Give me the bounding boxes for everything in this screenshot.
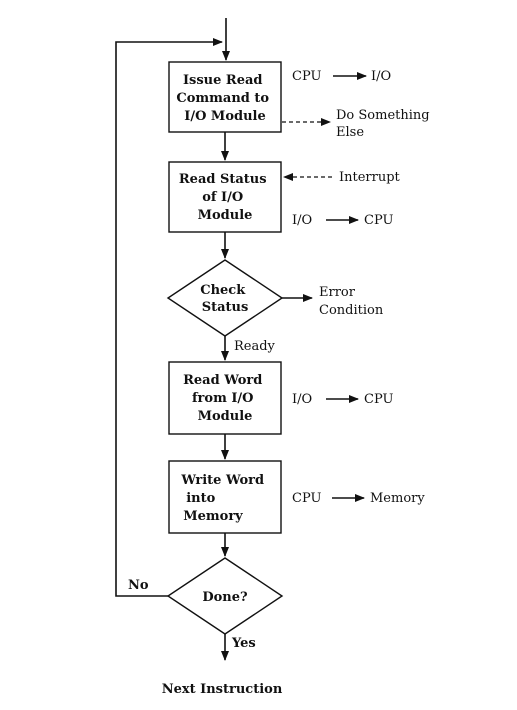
check-status-diamond: [166, 259, 284, 337]
svg-text:Error Condition: Error Condition: [319, 285, 384, 318]
svg-text:Write Word into Memory: Write Word into Memory: [180, 473, 268, 524]
loop-back-line: [115, 38, 223, 597]
step4-line3: Memory: [183, 509, 243, 524]
do-something-else-line2: Else: [336, 125, 364, 140]
next-instruction-label: Next Instruction: [162, 682, 283, 697]
step4-line1: Write Word: [180, 473, 264, 488]
no-label: No: [128, 578, 149, 593]
svg-text:Read Word from I/O Mod: Read Word from I/O Module: [183, 373, 267, 424]
error-condition-line1: Error: [319, 285, 356, 300]
step2-line3: Module: [198, 208, 253, 223]
write-word-box: [168, 460, 282, 534]
step3-line2: from I/O: [192, 391, 254, 406]
step3-transfer-to: CPU: [364, 392, 393, 407]
svg-text:Issue Read Command to: Issue Read Command to I/O Module: [176, 73, 273, 124]
yes-label: Yes: [231, 636, 256, 651]
step1-line1: Issue Read: [183, 73, 263, 88]
svg-text:Do Something Else: Do Something Else: [336, 108, 434, 140]
step3-transfer-from: I/O: [292, 392, 312, 407]
svg-text:Read Status of I/O Mod: Read Status of I/O Module: [179, 172, 271, 223]
step4-transfer-from: CPU: [292, 491, 321, 506]
step4-line2: into: [186, 491, 215, 506]
read-status-box: [168, 161, 282, 233]
step2-line1: Read Status: [179, 172, 267, 187]
do-something-else-line1: Do Something: [336, 108, 430, 123]
done-label: Done?: [202, 590, 248, 605]
step1-transfer-from: CPU: [292, 69, 321, 84]
step3-line1: Read Word: [183, 373, 262, 388]
svg-text:Check Status: Check Status: [200, 283, 250, 315]
step2-line2: of I/O: [202, 190, 243, 205]
step1-transfer-to: I/O: [371, 69, 391, 84]
step1-line2: Command to: [176, 91, 269, 106]
step2-transfer-to: CPU: [364, 213, 393, 228]
step3-line3: Module: [198, 409, 253, 424]
check-status-line1: Check: [200, 283, 246, 298]
step2-transfer-from: I/O: [292, 213, 312, 228]
error-condition-line2: Condition: [319, 303, 384, 318]
step4-transfer-to: Memory: [370, 491, 425, 506]
interrupt-label: Interrupt: [339, 170, 401, 185]
issue-read-command-box: [168, 61, 282, 133]
step1-line3: I/O Module: [184, 109, 266, 124]
check-status-line2: Status: [202, 300, 249, 315]
ready-label: Ready: [234, 339, 276, 354]
